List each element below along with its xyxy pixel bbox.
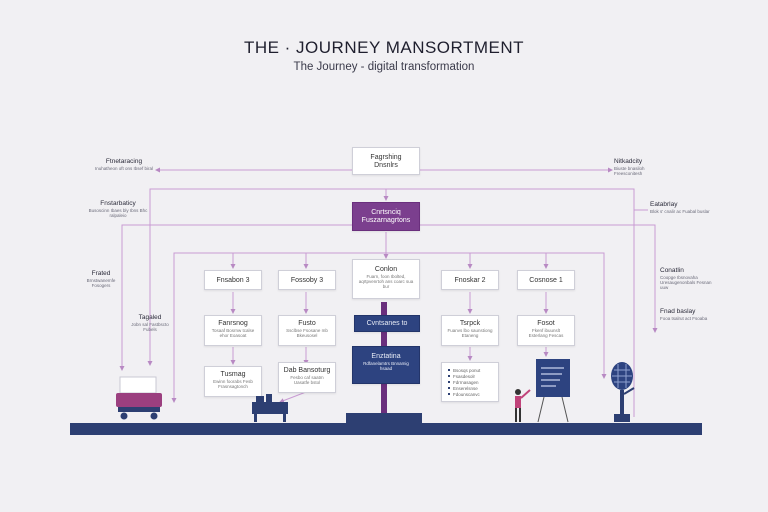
stage-box-sub: Fkenf ibuunslt Esterlang Fescas	[528, 328, 564, 338]
left-label-title: Tagaled	[138, 314, 162, 321]
checklist-text: Fsasdesolr	[453, 373, 476, 379]
checklist-text: Fdrrnasagen	[453, 379, 479, 385]
left-label-title: Ftnetaracing	[105, 158, 143, 165]
left-label-sub: Jobn sal Fastbscto Fubels	[131, 322, 169, 332]
top-box-sub: Dnsnlrs	[374, 162, 398, 169]
left-label-2: Fnstarbaticy Busoscinn Ibaes bly Ibns Bh…	[88, 200, 148, 218]
right-label-2: Eatabrlay Blok s' cnalir ac Fuabal busla…	[650, 201, 710, 214]
right-label-sub: Coopge Ibsnovaha Uresaugenonbals Fesnan …	[660, 275, 712, 290]
stage-box-title: Tusmag	[220, 371, 246, 378]
floor-bar	[70, 423, 702, 435]
stage-box-sub: Tosaaf Bosrnw tcalse ehor Eoasoat	[211, 328, 255, 338]
stage-box: Fnoskar 2	[441, 270, 499, 290]
purple-box: Cnrtsnciq Fuszarnagrtons	[352, 202, 420, 231]
stage-box: Tsrpck Fuanvs lbo saunstiong Etaneng	[441, 315, 499, 346]
checklist-item: Fdounscanvc	[442, 391, 498, 397]
right-label-1: Nitkadcity Biuste bnasiloh Freesconitesh	[614, 158, 674, 176]
right-label-title: Eatabrlay	[650, 201, 678, 208]
stage-box: Tusmag Ewinn foorabs Fesb Frasnsagtonch	[204, 366, 262, 397]
right-label-3: Conatlin Coopge Ibsnovaha Uresaugenonbal…	[660, 267, 720, 290]
left-label-sub: Busoscinn Ibaes bly Ibns Bhc ralpaleio	[88, 208, 148, 218]
stage-box: Fossoby 3	[278, 270, 336, 290]
stage-box-sub: Fuanvs lbo saunstiong Etaneng	[447, 328, 493, 338]
stage-box-title: Cosnose 1	[529, 277, 563, 284]
checklist-box: Bsosqs ponut Fsasdesolr Fdrrnasagen Ense…	[441, 362, 499, 402]
stage-box-title: Fosot	[537, 320, 555, 327]
center-pedestal	[346, 413, 422, 424]
stage-box-sub: Fesbo caf saatm Uasatfe bstol	[290, 375, 324, 385]
page-title: THE · JOURNEY MANSORTMENT	[243, 38, 525, 57]
stage-box: Dab Bansoturg Fesbo caf saatm Uasatfe bs…	[278, 362, 336, 393]
navy-label-box: Cvntsanes to	[354, 315, 420, 332]
stage-box: Fanrsnog Tosaaf Bosrnw tcalse ehor Eoaso…	[204, 315, 262, 346]
checklist-text: Enserelsnse	[453, 385, 478, 391]
stage-box-title: Fusto	[298, 320, 316, 327]
checklist-text: Fdounscanvc	[453, 391, 480, 397]
stage-box-title: Fanrsnog	[218, 320, 248, 327]
center-info-box: Conlon Fuarn, foon Ibolted, aqrtpvenrtoh…	[352, 259, 420, 299]
page-subtitle: The Journey - digital transformation	[293, 61, 475, 73]
presenter-illustration	[515, 359, 570, 423]
checklist-text: Bsosqs ponut	[453, 367, 481, 373]
stage-box-sub: Ewinn foorabs Fesb Frasnsagtonch	[213, 379, 253, 389]
top-box: Fagrshing Dnsnlrs	[352, 147, 420, 175]
checklist-item: Enserelsnse	[442, 385, 498, 391]
left-label-title: Frated	[91, 270, 111, 277]
cart-small-illustration	[252, 394, 288, 422]
stage-box-sub: Ssclbse Fsosane mb Bkeusosel	[286, 328, 328, 338]
stage-box: Fosot Fkenf ibuunslt Esterlang Fescas	[517, 315, 575, 346]
right-label-title: Conatlin	[660, 267, 684, 274]
left-label-1: Ftnetaracing Inuhatheon oft ons Ibsef bi…	[94, 158, 154, 171]
purple-box-title: Cnrtsnciq	[371, 209, 401, 216]
center-info-title: Conlon	[374, 266, 398, 273]
stage-box: Fusto Ssclbse Fsosane mb Bkeusosel	[278, 315, 336, 346]
stage-box: Cosnose 1	[517, 270, 575, 290]
left-label-4: Tagaled Jobn sal Fastbscto Fubels	[124, 314, 176, 332]
stage-box: Fnsabon 3	[204, 270, 262, 290]
right-label-sub: Fooa tsalrut act Fsoaba	[660, 316, 708, 321]
top-box-title: Fagrshing	[370, 154, 402, 161]
connector-line	[279, 391, 307, 403]
right-label-title: Nitkadcity	[614, 158, 643, 165]
stage-box-title: Fnsabon 3	[216, 277, 250, 284]
navy-box-sub: Rdfanelamtrs Bnnamig hsaad	[363, 361, 409, 371]
stage-box-title: Fossoby 3	[290, 277, 324, 284]
stage-box-title: Dab Bansoturg	[283, 367, 331, 374]
microphone-illustration	[611, 362, 635, 422]
purple-box-sub: Fuszarnagrtons	[361, 217, 411, 224]
left-label-sub: Inuhatheon oft ons Ibsef biral	[94, 166, 154, 171]
left-label-title: Fnstarbaticy	[100, 200, 136, 207]
navy-box: Enztatina Rdfanelamtrs Bnnamig hsaad	[352, 346, 420, 384]
stage-box-title: Fnoskar 2	[454, 277, 486, 284]
stage-box-title: Tsrpck	[459, 320, 481, 327]
navy-box-title: Enztatina	[371, 353, 401, 360]
checklist-item: Bsosqs ponut	[442, 367, 498, 373]
right-label-4: Fnad baslay Fooa tsalrut act Fsoaba	[660, 308, 720, 321]
checklist-item: Fdrrnasagen	[442, 379, 498, 385]
center-info-sub: Fuarn, foon Ibolted, aqrtpvenrtoh ans co…	[358, 274, 414, 289]
right-label-title: Fnad baslay	[660, 308, 696, 315]
navy-label-title: Cvntsanes to	[366, 320, 408, 327]
right-label-sub: Blok s' cnalir ac Fuabal buslar	[650, 209, 710, 214]
left-label-3: Frated Brnstwanemfe Fosogers	[78, 270, 124, 288]
cart-illustration	[116, 376, 162, 420]
checklist-item: Fsasdesolr	[442, 373, 498, 379]
right-label-sub: Biuste bnasiloh Freesconitesh	[614, 166, 645, 176]
left-label-sub: Brnstwanemfe Fosogers	[86, 278, 116, 288]
